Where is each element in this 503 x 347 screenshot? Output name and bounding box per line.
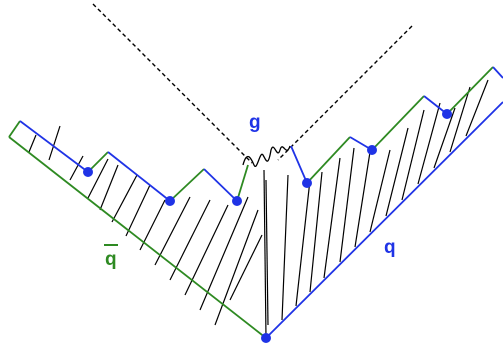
label-q: q <box>384 237 396 258</box>
right-bottom-edge <box>265 101 503 339</box>
hatching-left <box>28 125 263 326</box>
squiggle <box>242 145 291 168</box>
center-divider <box>263 169 267 339</box>
dot-2 <box>165 196 175 206</box>
dot-apex <box>261 333 271 343</box>
left-staircase <box>8 120 249 202</box>
dot-6 <box>442 109 452 119</box>
label-g: g <box>249 112 261 133</box>
dashed-lines <box>92 3 413 164</box>
right-staircase <box>290 66 503 184</box>
vertex-dots <box>83 109 452 343</box>
label-q-bar: q <box>105 249 117 270</box>
left-bottom-edge <box>8 136 267 339</box>
dot-3 <box>232 196 242 206</box>
dashed-line-right <box>277 25 413 161</box>
dot-4 <box>302 178 312 188</box>
hatching-right <box>265 79 489 326</box>
dot-5 <box>367 145 377 155</box>
dot-1 <box>83 167 93 177</box>
dashed-line-left <box>92 3 253 164</box>
